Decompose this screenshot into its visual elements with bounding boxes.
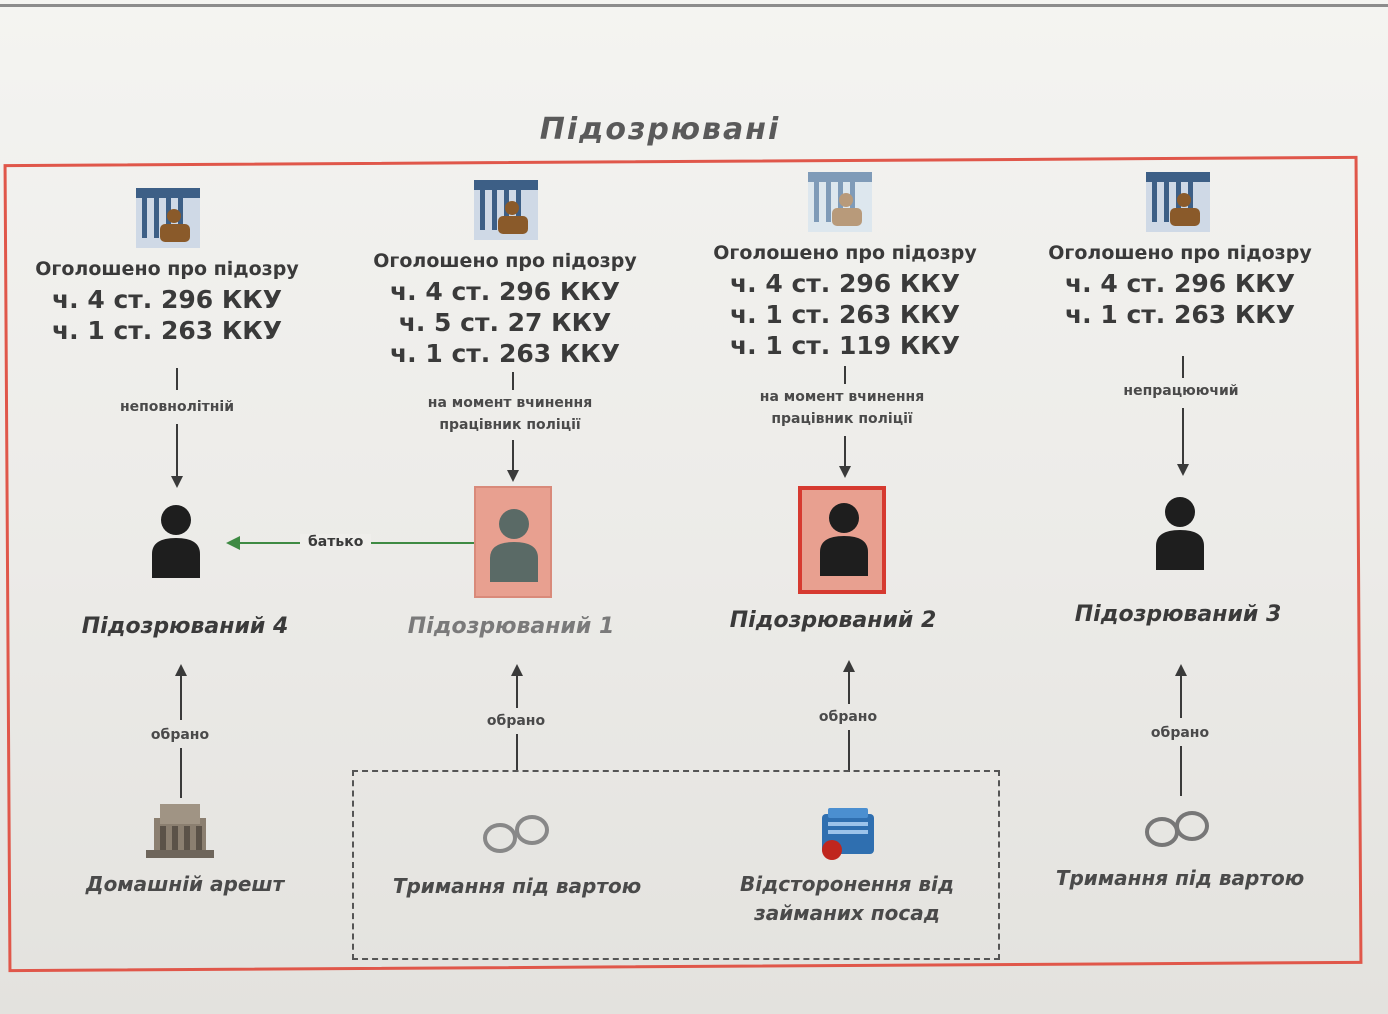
measure-label: Тримання під вартою <box>392 874 642 898</box>
measure-label: Відсторонення від займаних посад <box>740 872 954 925</box>
edge-line <box>844 366 846 384</box>
article: ч. 4 ст. 296 ККУ <box>51 285 282 314</box>
edge-line <box>176 424 178 476</box>
person-icon <box>490 509 538 582</box>
edge-label: на момент вчинення працівник поліції <box>759 389 925 427</box>
edge-line <box>516 734 518 772</box>
edge-line <box>516 676 518 708</box>
edge-line <box>180 676 182 720</box>
edge-label: на момент вчинення працівник поліції <box>427 395 593 433</box>
article: ч. 1 ст. 263 ККУ <box>51 316 282 345</box>
house-arrest-icon <box>146 804 214 858</box>
article: ч. 1 ст. 119 ККУ <box>729 331 960 360</box>
article: ч. 1 ст. 263 ККУ <box>1064 300 1295 329</box>
arrow-up-icon <box>843 660 855 672</box>
relation-label: батько <box>300 534 372 550</box>
highlighted-person-card <box>798 486 886 594</box>
prison-bars-icon <box>1146 172 1210 232</box>
edge-line <box>512 372 514 390</box>
edge-line <box>1182 408 1184 464</box>
arrow-down-icon <box>1177 464 1189 476</box>
suspect-2-charges: Оголошено про підозру ч. 4 ст. 296 ККУ ч… <box>686 242 1004 361</box>
arrow-down-icon <box>839 466 851 478</box>
arrow-up-icon <box>1175 664 1187 676</box>
edge-line <box>844 436 846 466</box>
dismissal-icon <box>822 808 874 860</box>
announce-label: Оголошено про підозру <box>1048 242 1312 264</box>
highlighted-person-card <box>474 486 552 598</box>
edge-label: обрано <box>486 713 546 729</box>
prison-bars-icon <box>808 172 872 232</box>
prison-bars-icon <box>474 180 538 240</box>
suspect-name: Підозрюваний 1 <box>407 614 615 639</box>
person-icon <box>152 505 200 578</box>
shared-measures-box <box>352 770 1000 960</box>
announce-label: Оголошено про підозру <box>713 242 977 264</box>
arrow-down-icon <box>171 476 183 488</box>
edge-line <box>180 748 182 798</box>
edge-label: неповнолітній <box>119 399 235 415</box>
edge-label: обрано <box>1150 725 1210 741</box>
arrow-left-icon <box>226 536 240 550</box>
edge-label: непрацюючий <box>1123 383 1239 399</box>
suspect-name: Підозрювaний 4 <box>81 614 289 639</box>
prison-bars-icon <box>136 188 200 248</box>
person-icon <box>820 503 868 576</box>
article: ч. 1 ст. 263 ККУ <box>729 300 960 329</box>
edge-line <box>848 730 850 772</box>
edge-label: обрано <box>150 727 210 743</box>
announce-label: Оголошено про підозру <box>373 250 637 272</box>
edge-line <box>1182 356 1184 378</box>
article: ч. 4 ст. 296 ККУ <box>1064 269 1295 298</box>
measure-label: Домашній арешт <box>85 872 285 896</box>
diagram-title: Підозрювані <box>539 112 781 147</box>
arrow-up-icon <box>511 664 523 676</box>
arrow-up-icon <box>175 664 187 676</box>
person-icon <box>1156 497 1204 570</box>
article: ч. 5 ст. 27 ККУ <box>398 308 612 337</box>
edge-label: обрано <box>818 709 878 725</box>
edge-line <box>1180 676 1182 718</box>
arrow-down-icon <box>507 470 519 482</box>
announce-label: Оголошено про підозру <box>35 258 299 280</box>
article: ч. 4 ст. 296 ККУ <box>729 269 960 298</box>
edge-line <box>1180 746 1182 796</box>
edge-line <box>848 672 850 704</box>
article: ч. 4 ст. 296 ККУ <box>389 277 620 306</box>
suspect-1-charges: Оголошено про підозру ч. 4 ст. 296 ККУ ч… <box>350 250 660 369</box>
measure-label: Тримання під вартою <box>1055 866 1305 890</box>
suspect-name: Підозрюваний 3 <box>1074 602 1282 627</box>
handcuffs-icon <box>1145 811 1209 847</box>
handcuffs-icon <box>483 815 549 853</box>
suspect-name: Підозрюваний 2 <box>729 608 937 633</box>
page-top-edge <box>0 4 1388 7</box>
suspect-3-charges: Оголошено про підозру ч. 4 ст. 296 ККУ ч… <box>1030 242 1330 330</box>
article: ч. 1 ст. 263 ККУ <box>389 339 620 368</box>
suspect-4-charges: Оголошено про підозру ч. 4 ст. 296 ККУ ч… <box>22 258 312 346</box>
edge-line <box>176 368 178 390</box>
edge-line <box>512 440 514 470</box>
